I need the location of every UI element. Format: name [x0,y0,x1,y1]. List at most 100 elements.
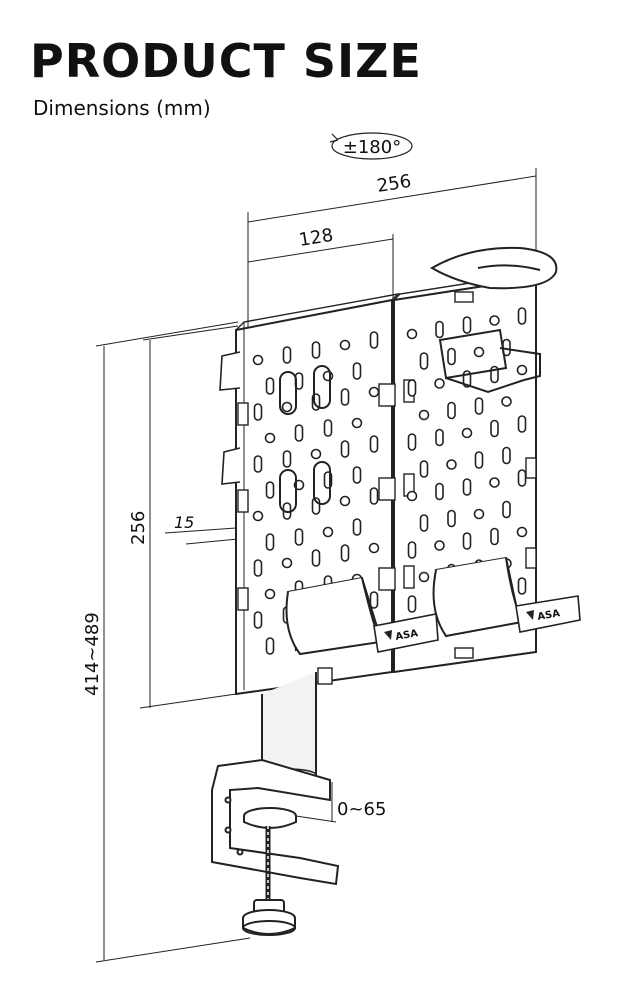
peg-hole [340,440,350,458]
logo-icon [526,610,534,620]
peg-hole [252,354,264,366]
peg-hole [517,469,527,487]
logo-icon [384,630,392,640]
peg-hole [473,346,485,358]
peg-hole [516,364,528,376]
peg-hole [368,542,380,554]
peg-hole [473,508,485,520]
peg-hole [369,591,379,609]
peg-hole [369,435,379,453]
peg-hole [435,320,444,339]
peg-hole [419,352,429,370]
rotation-indicator: ±180° [329,132,413,160]
clamp-knob-icon [242,899,296,936]
desk-clamp [211,758,340,886]
peg-hole [352,362,362,380]
peg-hole [447,401,456,420]
page-title: PRODUCT SIZE [30,34,422,88]
peg-hole [282,450,292,468]
peg-hole [474,451,484,469]
peg-hole [281,401,293,413]
peg-hole [516,526,528,538]
peg-hole [407,541,417,559]
rotation-label: ±180° [343,137,401,158]
peg-hole [462,316,472,334]
peg-hole [418,409,430,421]
peg-hole [351,417,363,429]
total-height-label: 414~489 [82,612,103,696]
peg-hole [446,459,457,470]
peg-hole [265,637,275,655]
peg-hole [339,339,351,351]
side-clip-icon [219,351,241,485]
peg-hole [490,527,499,546]
peg-hole [407,433,417,451]
peg-hole [419,460,429,478]
logo-text-left: ASA [395,628,420,643]
peg-hole [311,549,321,567]
peg-hole [517,415,527,433]
wire-shelf-icon [438,328,541,394]
peg-hole [489,315,500,326]
peg-hole [434,540,445,551]
peg-hole [418,571,430,583]
peg-hole [406,328,418,340]
peg-hole [434,378,445,389]
logo-text-right: ASA [537,608,562,623]
peg-hole [406,490,418,502]
peg-hole [502,500,511,519]
peg-hole [419,514,429,532]
peg-hole [435,482,444,501]
peg-hole [252,510,264,522]
peg-hole [447,347,456,366]
peg-hook-icon [279,365,331,513]
depth-dimension [164,527,239,545]
peg-hole [368,386,380,398]
peg-hole [352,466,362,484]
panel-height-dimension [139,325,239,709]
peg-hole [281,557,293,569]
peg-hole [407,379,417,397]
panel-height-label: 256 [128,511,149,545]
peg-hole [264,588,276,600]
peg-hole [462,478,472,496]
holder-right-icon [432,556,524,638]
rotation-arrow-icon [329,133,339,143]
rotation-ellipse [331,132,413,160]
peg-hole [265,533,275,551]
depth-label: 15 [174,513,194,532]
clamp-range-dimension [295,782,337,823]
peg-hole [490,419,499,438]
peg-hole [323,419,333,437]
peg-hole [311,341,321,359]
peg-hole [322,370,334,382]
peg-hole [322,526,334,538]
width-label: 256 [375,171,412,197]
peg-hole [369,487,379,505]
peg-hole [502,446,511,465]
headphone-hanger-icon [430,246,558,290]
peg-hole [501,396,512,407]
peg-hole [265,481,275,499]
clamp-range-label: 0~65 [337,799,386,820]
peg-hole [352,518,362,536]
peg-hole [474,397,484,415]
total-height-dimension [95,321,251,963]
peg-hole [310,448,322,460]
peg-hole [517,577,527,595]
holder-left-icon [285,576,382,656]
half-width-dimension [247,234,394,300]
page-subtitle: Dimensions (mm) [33,96,211,120]
peg-hole [253,559,263,577]
peg-hole [339,495,351,507]
peg-hole [340,544,350,562]
peg-hole [294,424,304,442]
peg-hole [253,611,263,629]
logo-badge-right: ASA [515,595,581,633]
half-width-label: 128 [297,225,334,251]
peg-hole [435,428,444,447]
peg-hole [462,532,472,550]
peg-hole [282,346,292,364]
logo-badge-left: ASA [373,613,439,653]
